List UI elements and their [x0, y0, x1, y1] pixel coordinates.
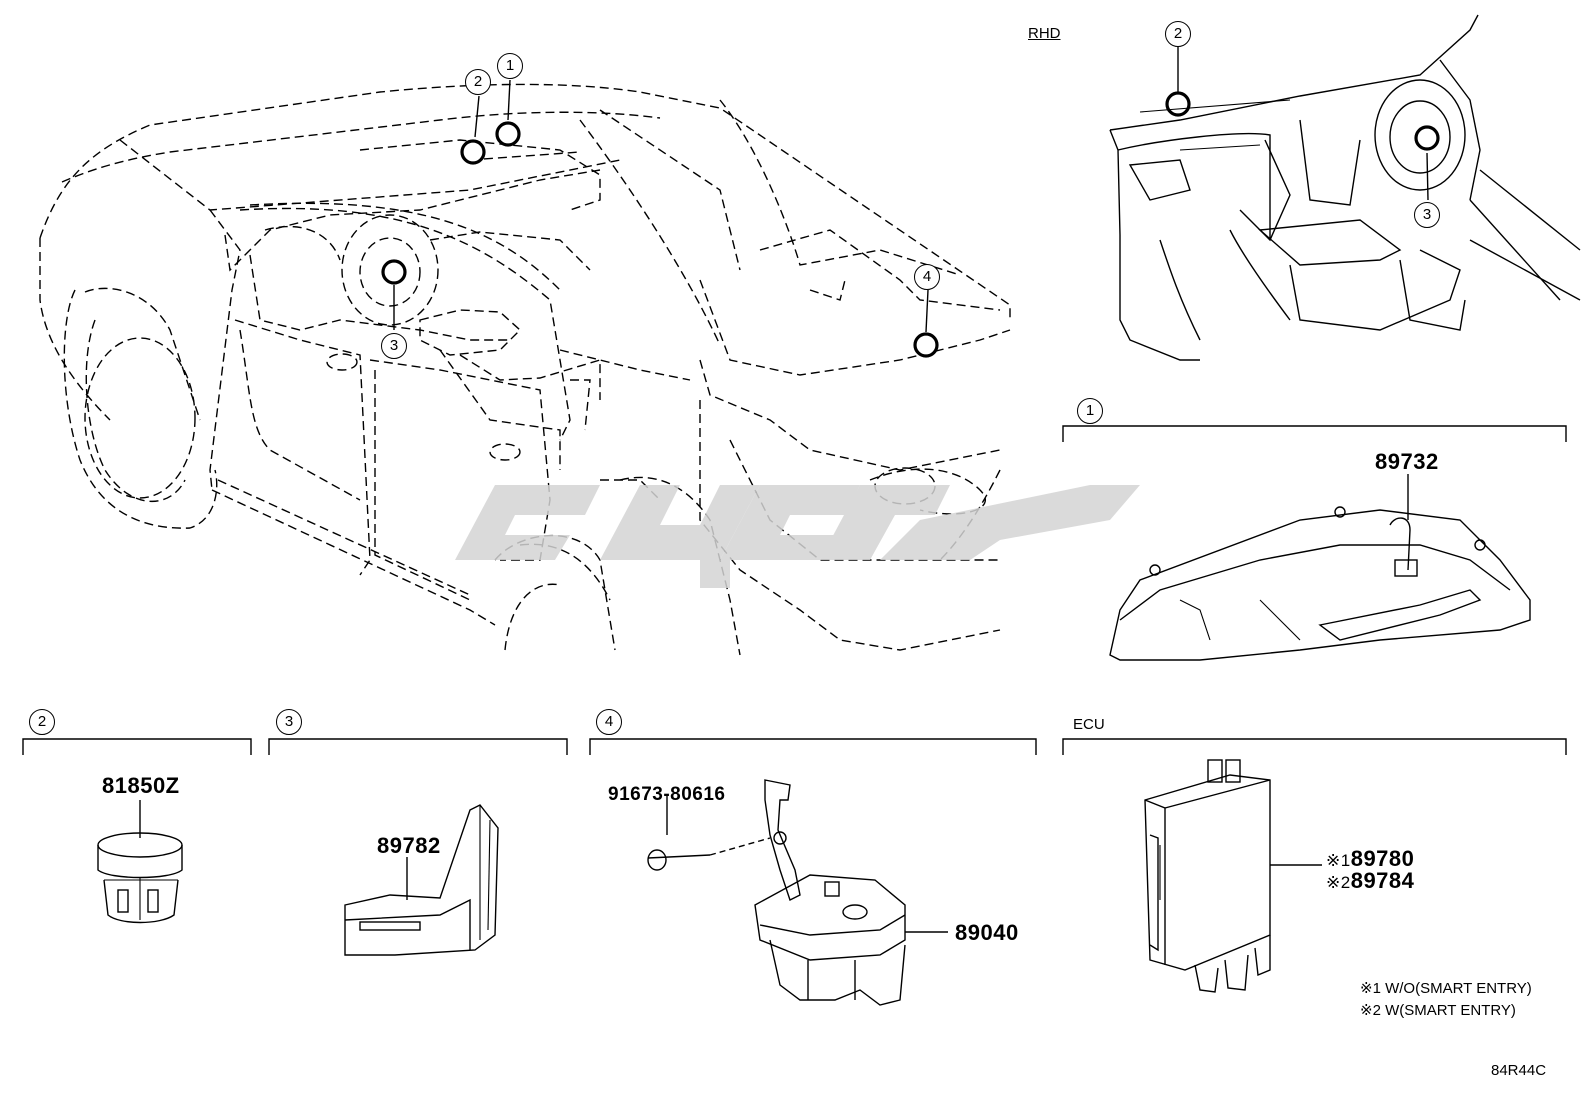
diagram-code: 84R44C	[1491, 1062, 1547, 1079]
vehicle-interior-illustration	[39, 83, 1011, 656]
sensor-illustration	[97, 800, 183, 924]
rhd-dashboard-illustration	[1109, 14, 1581, 361]
callout-3-rhd: 3	[1414, 202, 1440, 228]
section-2-number: 2	[29, 709, 55, 735]
ecu-mark-2: ※2	[1326, 873, 1351, 892]
ecu-number-89784: 89784	[1350, 868, 1415, 893]
callout-3: 3	[381, 333, 407, 359]
callout-4: 4	[914, 264, 940, 290]
roof-module-illustration	[1109, 474, 1531, 661]
ecu-mark-1: ※1	[1326, 851, 1351, 870]
ecu-number-89780: 89780	[1350, 846, 1415, 871]
location-markers	[381, 91, 1440, 358]
siren-illustration	[647, 779, 948, 1006]
ecu-title: ECU	[1073, 716, 1105, 733]
section-1-number: 1	[1077, 398, 1103, 424]
ecu-part-89780: ※189780	[1326, 848, 1414, 870]
part-89782: 89782	[377, 833, 441, 858]
bracket-module-illustration	[344, 804, 499, 956]
ecu-illustration	[1144, 759, 1322, 993]
note-2: ※2 W(SMART ENTRY)	[1360, 1002, 1516, 1019]
ecu-part-89784: ※289784	[1326, 870, 1414, 892]
callout-2: 2	[465, 69, 491, 95]
part-81850z: 81850Z	[102, 773, 180, 798]
section-3-number: 3	[276, 709, 302, 735]
rhd-label: RHD	[1028, 25, 1061, 42]
watermark-logo	[455, 485, 1140, 588]
callout-2-rhd: 2	[1165, 21, 1191, 47]
part-89732: 89732	[1375, 449, 1439, 474]
part-89040: 89040	[955, 920, 1019, 945]
callout-leaders	[393, 47, 1429, 333]
section-brackets	[22, 425, 1567, 755]
callout-1: 1	[497, 53, 523, 79]
note-1: ※1 W/O(SMART ENTRY)	[1360, 980, 1532, 997]
section-4-number: 4	[596, 709, 622, 735]
part-91673-80616: 91673-80616	[608, 784, 726, 805]
